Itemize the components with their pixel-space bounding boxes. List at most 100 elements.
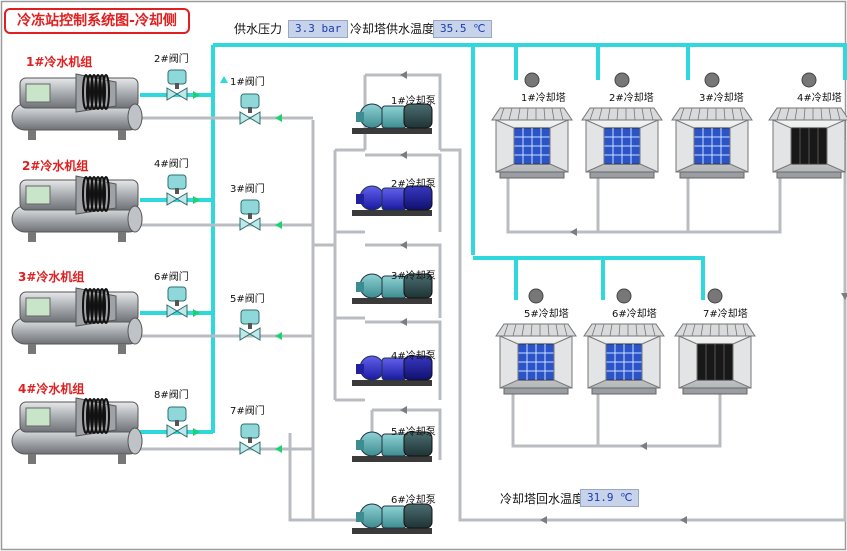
branch-valve-1[interactable] bbox=[239, 93, 261, 125]
tower-grille-bar bbox=[633, 107, 636, 121]
tower-basin bbox=[503, 387, 569, 395]
pump-motor bbox=[403, 503, 433, 529]
chiller-2[interactable] bbox=[11, 175, 143, 242]
chiller-coil bbox=[98, 288, 106, 324]
supply-lower-header bbox=[473, 256, 705, 300]
branch-valve-7[interactable] bbox=[239, 423, 261, 455]
chiller-coil bbox=[86, 176, 94, 212]
cooling-pump-2[interactable] bbox=[352, 185, 433, 216]
cooling-tower-2[interactable] bbox=[581, 72, 663, 179]
valve-stem bbox=[248, 323, 252, 329]
tower-fan-deck bbox=[491, 107, 573, 121]
cooling-tower-7[interactable] bbox=[674, 288, 756, 395]
chiller-valve-2[interactable] bbox=[166, 69, 188, 101]
tower-indicator-light bbox=[528, 288, 544, 304]
tower-7-label: 7#冷却塔 bbox=[703, 309, 748, 320]
chiller-valve-2-label: 2#阀门 bbox=[154, 54, 189, 65]
pump-base bbox=[352, 456, 432, 462]
chiller-coil bbox=[82, 398, 90, 434]
branch-valve-3-label: 3#阀门 bbox=[230, 184, 265, 195]
tower-grille-bar bbox=[734, 323, 738, 337]
tower-grille-bar bbox=[731, 107, 735, 121]
tower-grille-bar bbox=[508, 107, 513, 121]
supply-pressure-value[interactable]: 3.3 bar bbox=[288, 20, 349, 38]
tower-grille-bar bbox=[643, 323, 647, 337]
pump-outlet bbox=[356, 440, 364, 450]
cooling-tower-3[interactable] bbox=[671, 72, 753, 179]
chiller-coil bbox=[90, 288, 98, 324]
tower-grille-bar bbox=[688, 107, 693, 121]
chiller-coil bbox=[94, 74, 102, 110]
cooling-pump-5[interactable] bbox=[352, 431, 433, 462]
tower-indicator-light bbox=[704, 72, 720, 88]
tower-fan-deck bbox=[671, 107, 753, 121]
return-p2-loop bbox=[365, 153, 442, 232]
chiller-valve-8[interactable] bbox=[166, 406, 188, 438]
chiller-leg bbox=[118, 130, 126, 140]
valve-actuator bbox=[167, 69, 187, 85]
chiller-coil bbox=[98, 398, 106, 434]
tower-side-panel bbox=[639, 119, 659, 173]
tower-side-panel bbox=[587, 335, 607, 389]
chiller-valve-4[interactable] bbox=[166, 174, 188, 206]
tower-grille-bar bbox=[563, 323, 568, 337]
cooling-pump-3[interactable] bbox=[352, 273, 433, 304]
tower-side-panel bbox=[585, 119, 605, 173]
branch-valve-1-label: 1#阀门 bbox=[230, 77, 265, 88]
cooling-tower-1[interactable] bbox=[491, 72, 573, 179]
pump-base bbox=[352, 128, 432, 134]
valve-body bbox=[239, 327, 261, 341]
cooling-tower-6[interactable] bbox=[583, 288, 665, 395]
valve-stem bbox=[175, 300, 179, 306]
tower-grille-bar bbox=[649, 107, 654, 121]
tower-supply-temp-value[interactable]: 35.5 ℃ bbox=[433, 20, 493, 38]
pump-2-label: 2#冷却泵 bbox=[391, 179, 436, 190]
tower-return-temp-value[interactable]: 31.9 ℃ bbox=[580, 489, 640, 507]
cooling-pump-1[interactable] bbox=[352, 103, 433, 134]
valve-stem bbox=[248, 107, 252, 113]
cooling-tower-4[interactable] bbox=[768, 72, 847, 179]
tower-grille-bar bbox=[551, 107, 555, 121]
chiller-leg bbox=[28, 454, 36, 464]
tower-indicator-light bbox=[616, 288, 632, 304]
cooling-pump-4[interactable] bbox=[352, 355, 433, 386]
pump-base bbox=[352, 210, 432, 216]
pump-motor bbox=[403, 185, 433, 211]
chiller-coil bbox=[102, 288, 110, 324]
return-main-right bbox=[440, 140, 847, 522]
valve-actuator bbox=[240, 199, 260, 215]
chiller-end-cap bbox=[127, 205, 143, 233]
chiller-end-cap bbox=[127, 317, 143, 345]
return-lower-towers bbox=[511, 380, 722, 448]
pump-base bbox=[352, 380, 432, 386]
pump-coupling bbox=[381, 505, 407, 529]
chiller-1[interactable] bbox=[11, 73, 143, 140]
chiller-valve-6-label: 6#阀门 bbox=[154, 272, 189, 283]
tower-grille-bar bbox=[607, 107, 611, 121]
chiller-leg bbox=[28, 130, 36, 140]
chiller-3[interactable] bbox=[11, 287, 143, 354]
branch-valve-3[interactable] bbox=[239, 199, 261, 231]
chiller-4[interactable] bbox=[11, 397, 143, 464]
chiller-coil bbox=[86, 398, 94, 434]
tower-indicator-light bbox=[614, 72, 630, 88]
arrow-supply-2 bbox=[193, 196, 200, 204]
tower-grille-bar bbox=[555, 323, 559, 337]
chiller-coil bbox=[82, 74, 90, 110]
branch-valve-5[interactable] bbox=[239, 309, 261, 341]
tower-grille-bar bbox=[512, 323, 517, 337]
cooling-pump-6[interactable] bbox=[352, 503, 433, 534]
arrow-supply-1 bbox=[193, 91, 200, 99]
return-upper-towers bbox=[506, 140, 782, 234]
cooling-tower-5[interactable] bbox=[495, 288, 577, 395]
arrow-pump-loop-4 bbox=[400, 318, 407, 326]
chiller-coil bbox=[94, 398, 102, 434]
chiller-leg bbox=[28, 232, 36, 242]
valve-actuator bbox=[167, 174, 187, 190]
chiller-valve-6[interactable] bbox=[166, 286, 188, 318]
tower-grille-bar bbox=[828, 107, 832, 121]
tower-supply-temp-label: 冷却塔供水温度 bbox=[350, 22, 435, 36]
tower-grille-bar bbox=[547, 323, 550, 337]
tower-side-panel bbox=[549, 119, 569, 173]
